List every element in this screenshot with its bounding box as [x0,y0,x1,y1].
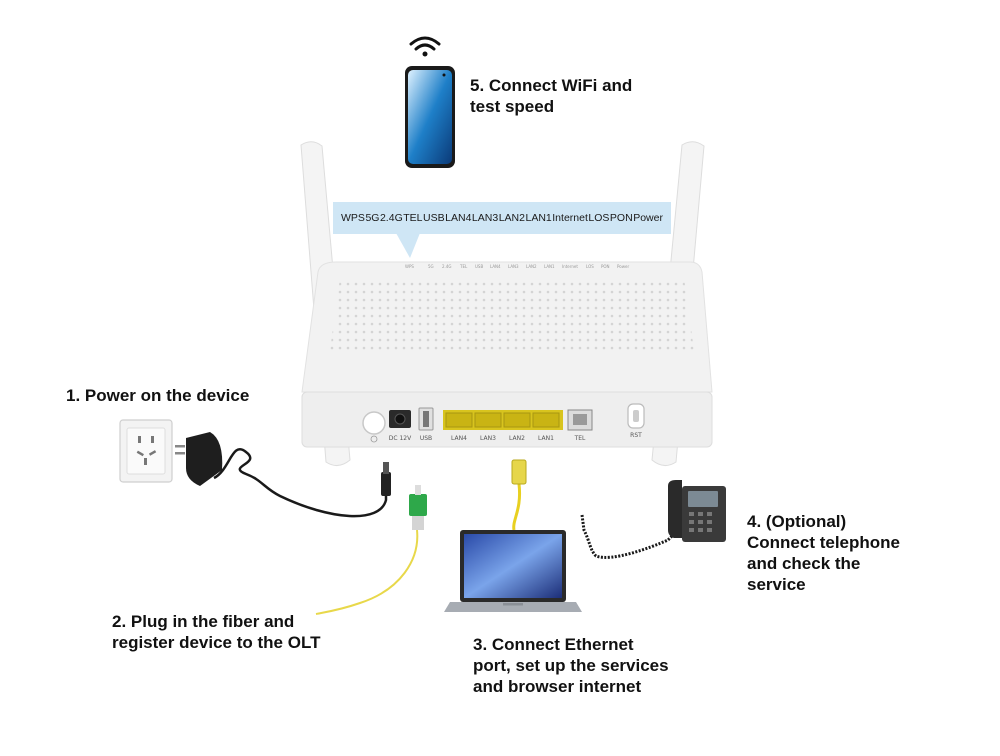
laptop [444,530,582,612]
svg-text:Internet: Internet [562,264,578,269]
led-label: PON [609,212,633,224]
tel-port [567,409,593,431]
reset-label: RST [630,432,642,439]
svg-text:LAN1: LAN1 [544,264,555,269]
svg-text:PON: PON [601,264,610,269]
step-2-label: 2. Plug in the fiber and register device… [112,612,321,652]
power-button [362,411,386,443]
dc-jack-label: DC 12V [389,435,412,442]
svg-text:LAN4: LAN4 [490,264,501,269]
led-label: 5G [365,212,380,224]
svg-text:TEL: TEL [459,264,468,269]
led-label: LAN4 [445,212,472,224]
callout-pointer [396,233,420,258]
usb-port [418,407,434,431]
telephone-cord [580,514,674,559]
step-3-label: 3. Connect Ethernet port, set up the ser… [473,635,669,696]
svg-text:Power: Power [617,264,629,269]
lan4-label: LAN4 [451,435,467,442]
svg-text:LAN3: LAN3 [508,264,519,269]
step-1-label: 1. Power on the device [66,386,250,405]
led-label: LAN1 [525,212,552,224]
led-label: LAN3 [471,212,499,224]
wifi-icon [409,36,441,57]
led-label: Power [633,212,663,224]
led-label: TEL [403,212,423,224]
desk-telephone [668,480,726,542]
smartphone [405,66,455,168]
fiber-connector [409,485,427,530]
svg-text:USB: USB [475,264,483,269]
led-label: LOS [588,212,610,224]
led-label: USB [423,212,445,224]
dc-plug [381,462,391,496]
led-label: Internet [552,212,588,224]
step-5-label: 5. Connect WiFi and test speed [470,76,633,116]
lan3-label: LAN3 [480,435,496,442]
dc-jack [389,410,411,428]
svg-text:2.4G: 2.4G [442,264,451,269]
svg-text:LOS: LOS [586,264,594,269]
led-label: LAN2 [498,212,525,224]
lan1-label: LAN1 [538,435,554,442]
reset-button [627,403,645,429]
led-label: 2.4G [379,212,403,224]
lan2-label: LAN2 [509,435,525,442]
ethernet-cable [512,483,522,531]
tel-label: TEL [574,435,586,442]
lan-ports [443,410,563,430]
svg-text:5G: 5G [428,264,434,269]
power-adapter [175,432,223,486]
wall-outlet [119,419,173,483]
fiber-cable [315,529,419,615]
led-label: WPS [341,212,365,224]
ethernet-plug [511,459,527,485]
svg-text:WPS: WPS [405,264,414,269]
front-led-marks: WPS 5G 2.4G TEL USB LAN4 LAN3 LAN2 LAN1 Inter… [405,264,629,269]
svg-text:LAN2: LAN2 [526,264,537,269]
power-cable [213,448,388,518]
step-4-label: 4. (Optional) Connect telephone and chec… [747,512,901,594]
usb-label: USB [420,435,432,442]
